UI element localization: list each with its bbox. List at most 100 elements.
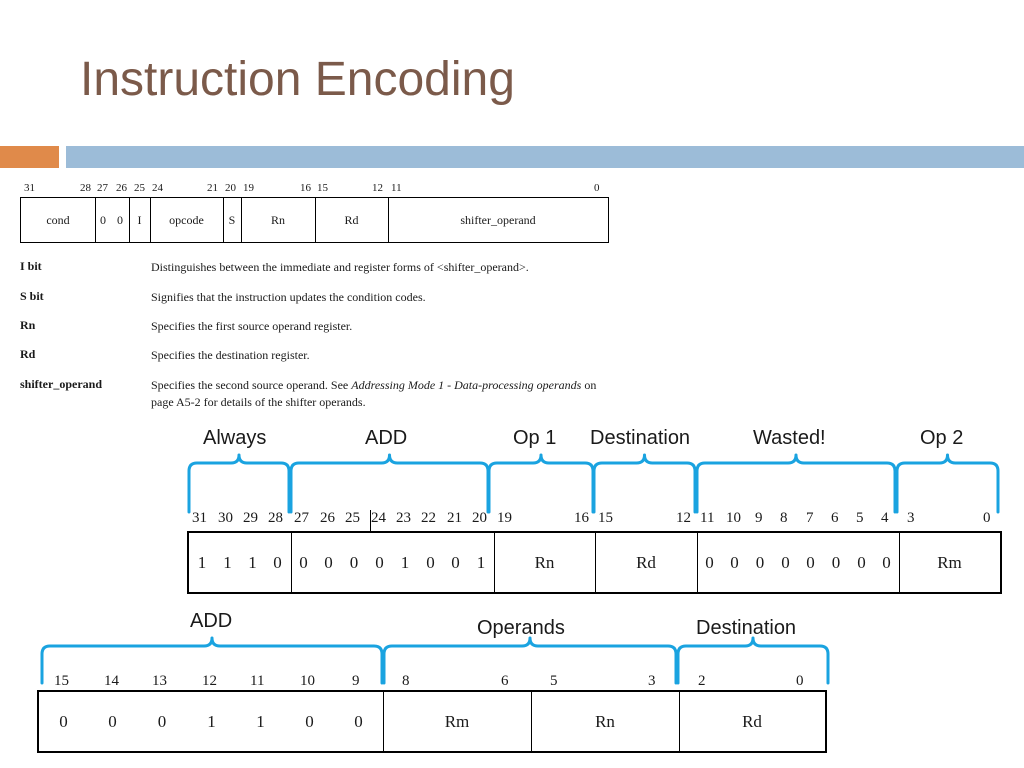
brace-destination xyxy=(592,453,697,514)
bit-number: 27 xyxy=(294,510,309,526)
bit-cell: 0 xyxy=(730,552,739,572)
field-cond: cond xyxy=(46,212,70,227)
field-s: S xyxy=(228,212,236,227)
bit-number: 24 xyxy=(152,182,163,194)
bit-cell: 0 xyxy=(108,711,117,731)
bit-cell: 0 xyxy=(831,552,841,572)
bit-number: 28 xyxy=(268,510,283,526)
def-text-part: on page A5-2 for details of the shifter … xyxy=(151,378,597,409)
bit-number: 14 xyxy=(104,673,119,689)
bit-cell: 0 xyxy=(324,552,333,572)
label-destination: Destination xyxy=(696,617,797,639)
accent-bar-blue xyxy=(66,146,1024,168)
bit-cell: 0 xyxy=(882,552,891,572)
brace-group xyxy=(40,453,1000,685)
bit-number: 5 xyxy=(550,673,558,689)
brace-wasted xyxy=(695,453,897,514)
bit-cell: 1 xyxy=(248,552,257,572)
label-destination: Destination xyxy=(590,427,691,449)
arm-format-diagram: 31 28 27 26 25 24 21 20 19 16 15 12 11 0… xyxy=(20,182,610,244)
bit-number: 26 xyxy=(116,182,127,194)
def-term: S bit xyxy=(20,289,44,303)
bit-number: 3 xyxy=(648,673,656,689)
bit-cell: 0 xyxy=(273,552,282,572)
label-op2: Op 2 xyxy=(920,427,964,449)
bit-number: 9 xyxy=(755,510,763,526)
bit-number: 29 xyxy=(243,510,258,526)
definitions-list: I bit Distinguishes between the immediat… xyxy=(20,259,620,419)
bit-number: 22 xyxy=(421,510,436,526)
field-rd: Rd xyxy=(344,212,359,227)
field-bit: 0 xyxy=(100,212,106,227)
bit-cell: 0 xyxy=(349,552,359,572)
field-opcode: opcode xyxy=(169,212,204,227)
bit-cell: 0 xyxy=(857,552,866,572)
accent-bar-orange xyxy=(0,146,59,168)
arm-example-encoding: 1 1 1 0 0 0 0 0 1 0 0 1 Rn Rd 0 0 0 0 0 … xyxy=(187,531,1002,594)
bit-number: 6 xyxy=(501,673,509,689)
bit-number: 10 xyxy=(300,673,315,689)
field-rn: Rn xyxy=(270,212,285,227)
bit-cell: 0 xyxy=(59,711,68,731)
bit-cell: 1 xyxy=(197,552,207,572)
def-text: Signifies that the instruction updates t… xyxy=(151,290,426,304)
def-text-part: Specifies the second source operand. See xyxy=(151,378,352,392)
def-term: Rn xyxy=(20,318,36,332)
field-rm: Rm xyxy=(444,711,470,731)
field-rd: Rd xyxy=(742,711,762,731)
bit-cell: 0 xyxy=(354,711,363,731)
def-term: I bit xyxy=(20,259,42,273)
bit-cell: 1 xyxy=(400,552,410,572)
label-always: Always xyxy=(203,427,267,449)
field-bit: 0 xyxy=(117,212,123,227)
page-title: Instruction Encoding xyxy=(80,53,515,106)
def-text: Specifies the second source operand. See… xyxy=(151,377,621,411)
bit-number: 20 xyxy=(472,510,487,526)
arm-format-fields: cond 0 0 I opcode S Rn Rd shifter_operan… xyxy=(20,197,609,243)
brace-operands xyxy=(382,636,678,685)
arm-example-bit-numbers: 31 30 29 28 27 26 25 24 23 22 21 20 19 1… xyxy=(0,510,1024,530)
bit-number: 4 xyxy=(881,510,889,526)
label-add: ADD xyxy=(365,427,408,449)
brace-op1 xyxy=(487,453,595,514)
def-text-italic: Addressing Mode 1 - Data-processing oper… xyxy=(351,378,582,392)
bit-number: 9 xyxy=(352,673,360,689)
thumb-example-bit-numbers: 15 14 13 12 11 10 9 8 6 5 3 2 0 xyxy=(0,673,1024,693)
bit-cell: 0 xyxy=(426,552,435,572)
bit-number: 8 xyxy=(402,673,410,689)
bit-cell: 1 xyxy=(256,711,265,731)
bit-number: 10 xyxy=(726,510,741,526)
bit-number: 12 xyxy=(202,673,217,689)
bit-number: 0 xyxy=(594,182,600,194)
bit-cell: 0 xyxy=(299,552,308,572)
bit-cell: 0 xyxy=(305,711,314,731)
bit-number: 28 xyxy=(80,182,91,194)
def-term: shifter_operand xyxy=(20,377,102,391)
bit-number: 11 xyxy=(250,673,265,689)
field-rd: Rd xyxy=(636,552,656,572)
bit-number: 16 xyxy=(300,182,311,194)
def-text: Specifies the first source operand regis… xyxy=(151,319,353,333)
bit-number: 15 xyxy=(317,182,328,194)
bit-number: 19 xyxy=(243,182,254,194)
bit-number: 8 xyxy=(780,510,788,526)
bit-number: 19 xyxy=(497,510,512,526)
thumb-example-encoding: 0 0 0 1 1 0 0 Rm Rn Rd xyxy=(37,690,827,753)
field-rn: Rn xyxy=(595,711,615,731)
bit-cell: 1 xyxy=(476,552,486,572)
bit-number: 21 xyxy=(447,510,462,526)
brace-add-thumb xyxy=(40,636,384,685)
brace-destination-thumb xyxy=(676,636,830,685)
bit-cell: 1 xyxy=(223,552,232,572)
brace-op2 xyxy=(895,453,1000,514)
def-text: Specifies the destination register. xyxy=(151,348,310,362)
bit-cell: 0 xyxy=(781,552,790,572)
label-op1: Op 1 xyxy=(513,427,557,449)
field-shifter-operand: shifter_operand xyxy=(460,212,536,227)
bit-number: 16 xyxy=(574,510,589,526)
brace-always xyxy=(187,453,291,514)
bit-cell: 0 xyxy=(451,552,460,572)
bit-number: 0 xyxy=(796,673,804,689)
bit-cell: 0 xyxy=(705,552,714,572)
